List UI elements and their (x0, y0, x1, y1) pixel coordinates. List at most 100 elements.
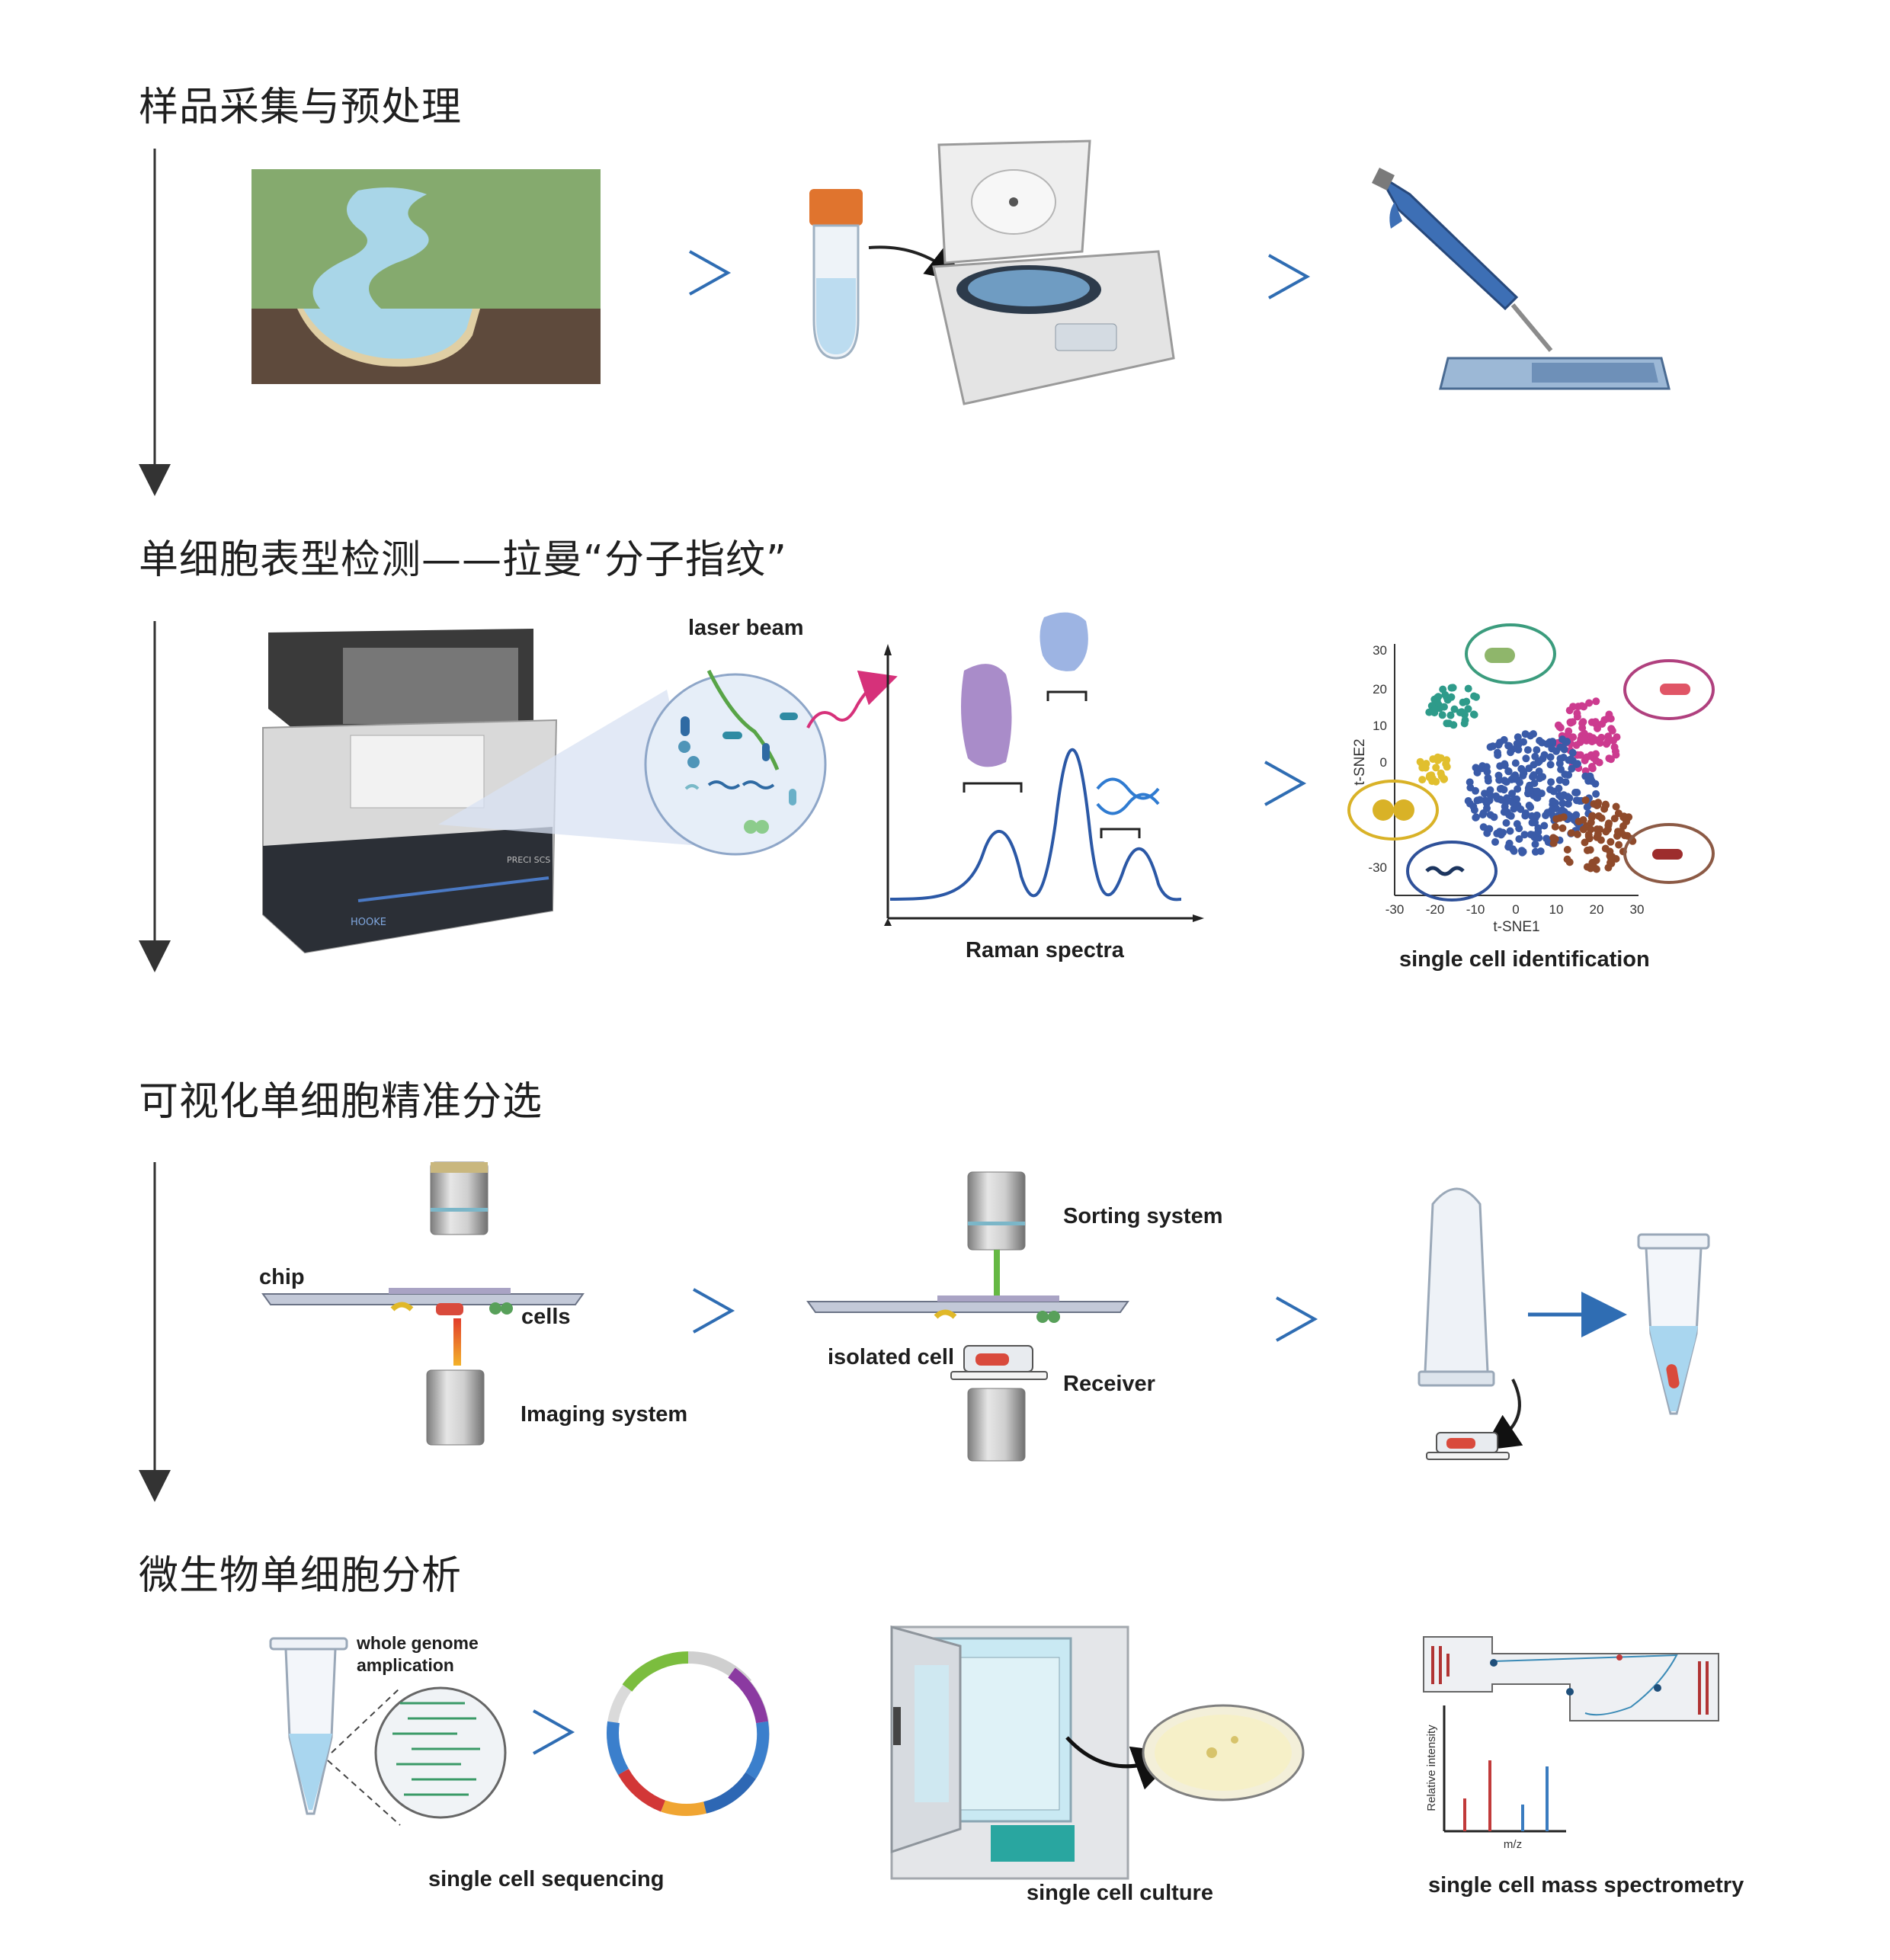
tsne-point (1552, 747, 1560, 755)
tsne-y-tick: 10 (1373, 719, 1387, 733)
tsne-point (1525, 764, 1533, 773)
receiver-dish-small (1426, 1432, 1510, 1460)
whole-genome-label-line1: whole genome (357, 1633, 479, 1653)
eppendorf-tube-icon (1637, 1233, 1710, 1415)
objective-lens-bottom-left (426, 1369, 485, 1446)
genome-amplification-circle (374, 1686, 507, 1819)
tsne-point (1606, 837, 1615, 846)
tsne-point (1581, 796, 1590, 804)
tsne-point (1592, 750, 1600, 758)
chevron-right-icon (693, 1288, 735, 1334)
excitation-beam (453, 1318, 461, 1366)
tsne-point (1543, 740, 1552, 748)
tsne-point (1610, 815, 1619, 823)
cells-label: cells (521, 1305, 571, 1329)
tsne-point (1565, 756, 1573, 764)
tsne-point (1531, 840, 1539, 848)
tsne-point (1589, 862, 1597, 870)
pipette-icon (1372, 168, 1671, 390)
tsne-point (1592, 697, 1600, 706)
tsne-point (1597, 836, 1605, 844)
tsne-point (1574, 760, 1581, 768)
tsne-point (1606, 853, 1615, 862)
tsne-point (1568, 718, 1577, 726)
tsne-point (1612, 802, 1620, 811)
tsne-point (1586, 772, 1594, 780)
tsne-point (1511, 759, 1520, 767)
mass-spectrometer-diagram (1423, 1636, 1719, 1721)
tsne-x-tick: 10 (1549, 902, 1564, 917)
tsne-point (1504, 843, 1513, 851)
tsne-point (1540, 751, 1549, 759)
tsne-point (1478, 811, 1487, 818)
tsne-point (1565, 706, 1574, 715)
tsne-point (1530, 779, 1539, 787)
tsne-point (1510, 805, 1518, 813)
tsne-point (1464, 705, 1472, 713)
tsne-point (1482, 765, 1491, 773)
falcon-tube-icon (809, 189, 863, 360)
whole-genome-label-line2: amplication (357, 1655, 454, 1675)
tsne-point (1559, 813, 1568, 821)
tsne-point (1530, 771, 1538, 779)
ms-y-axis-label: Relative intensity (1425, 1725, 1438, 1811)
tsne-point (1607, 725, 1616, 733)
chevron-right-icon (1276, 1296, 1318, 1342)
receiver-dish (950, 1345, 1048, 1380)
single-cell-culture-label: single cell culture (1027, 1881, 1213, 1905)
tsne-point (1586, 846, 1594, 854)
scattered-light-arrow (806, 670, 898, 729)
tsne-point (1592, 789, 1600, 798)
section-title-sorting: 可视化单细胞精准分选 (139, 1079, 543, 1125)
tsne-point (1494, 741, 1503, 749)
tsne-x-axis-label: t-SNE1 (1493, 919, 1539, 935)
tsne-point (1422, 760, 1430, 768)
tsne-point (1514, 733, 1522, 741)
tsne-point (1602, 828, 1610, 836)
tsne-point (1565, 794, 1574, 802)
tsne-x-tick: 30 (1630, 902, 1645, 917)
tsne-point (1591, 718, 1600, 726)
tsne-point (1540, 821, 1549, 830)
tsne-point (1518, 848, 1526, 857)
tsne-point (1443, 763, 1451, 771)
tsne-point (1524, 786, 1533, 795)
tsne-point (1514, 785, 1522, 793)
tsne-point (1594, 812, 1603, 820)
incubator-icon (890, 1625, 1129, 1880)
single-cell-sequencing-label: single cell sequencing (428, 1867, 665, 1891)
tsne-point (1562, 738, 1570, 747)
tsne-point (1563, 855, 1571, 863)
tsne-scatter-plot (1347, 623, 1715, 902)
tsne-point (1585, 699, 1594, 707)
tsne-point (1607, 755, 1615, 764)
tsne-point (1514, 745, 1523, 754)
tsne-y-tick-labels: 30 20 10 0 -30 (1368, 643, 1387, 875)
tsne-point (1513, 820, 1521, 828)
petri-dish-icon (1142, 1704, 1305, 1801)
tsne-point (1522, 754, 1530, 763)
chevron-right-icon (1264, 761, 1307, 806)
centrifuge-icon (932, 139, 1175, 405)
tsne-point (1591, 780, 1600, 788)
tsne-point (1513, 795, 1521, 803)
tsne-point (1502, 818, 1510, 827)
tsne-point (1606, 847, 1614, 856)
tsne-x-tick-labels: -30 -20 -10 0 10 20 30 (1385, 902, 1645, 917)
tsne-point (1430, 705, 1439, 713)
tsne-point (1502, 778, 1510, 786)
tsne-point (1546, 786, 1555, 793)
tsne-point (1595, 758, 1603, 767)
tsne-point (1615, 841, 1623, 849)
tsne-point (1500, 786, 1508, 794)
river-landscape-illustration (251, 169, 601, 384)
tsne-point (1485, 825, 1494, 833)
tsne-point (1464, 684, 1472, 693)
magnify-cone (438, 690, 701, 846)
tsne-point (1479, 823, 1488, 831)
tsne-point (1562, 778, 1570, 786)
tsne-point (1505, 811, 1514, 819)
tsne-point (1533, 746, 1541, 754)
tsne-point (1580, 703, 1588, 711)
